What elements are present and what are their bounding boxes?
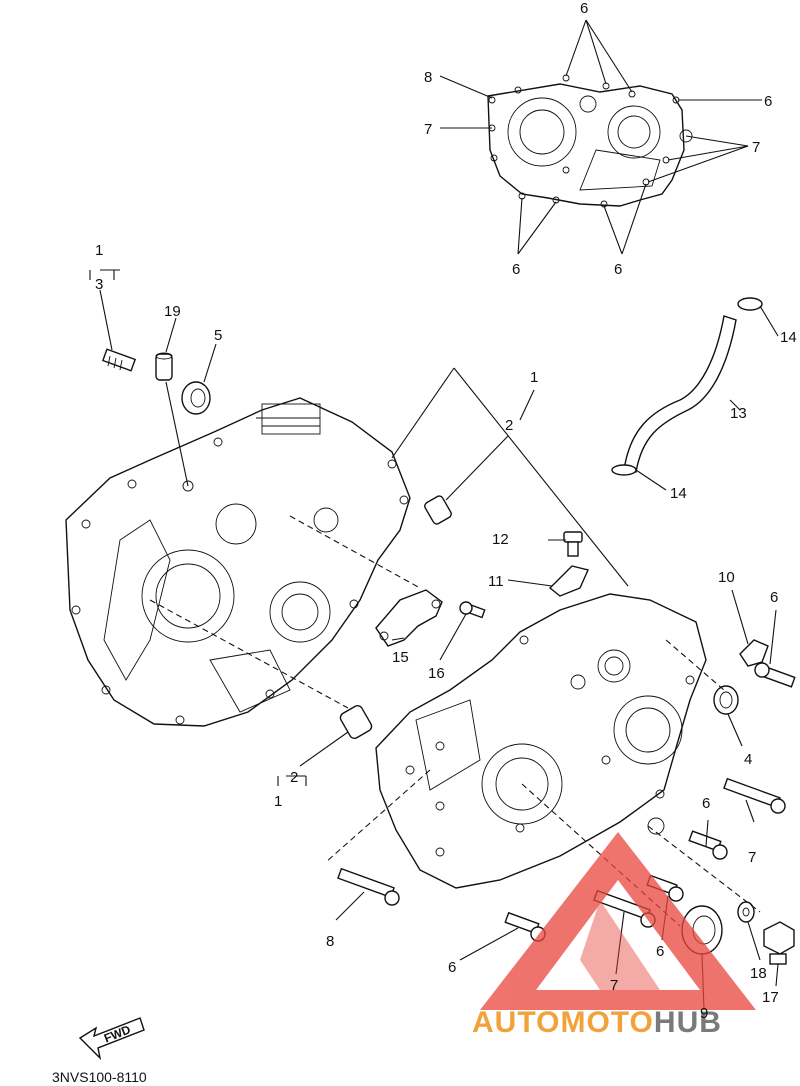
callout-8: 8 (326, 933, 334, 950)
crankcase-right-half (375, 593, 707, 889)
callout-15: 15 (392, 649, 409, 666)
gasket-leader-lines (439, 19, 762, 255)
callout-18: 18 (750, 965, 767, 982)
callout-2: 2 (290, 769, 298, 786)
callout-19: 19 (164, 303, 181, 320)
part-6-bolt-lower-right (688, 830, 728, 860)
part-10-holder (739, 639, 769, 667)
callout-6: 6 (580, 0, 588, 17)
callout-17: 17 (762, 989, 779, 1006)
callout-3: 3 (95, 276, 103, 293)
callout-7: 7 (424, 121, 432, 138)
part-7-bolt-long (723, 777, 786, 814)
callout-4: 4 (744, 751, 752, 768)
part-6-bolt-right (754, 662, 796, 688)
part-14-clip-lower (611, 464, 637, 476)
part-18-washer (737, 901, 755, 923)
part-3-stud (101, 348, 137, 372)
drawing-code: 3NVS100-8110 (52, 1069, 147, 1085)
fwd-label: FWD (102, 1022, 133, 1045)
part-11-clamp (548, 565, 589, 597)
callout-6: 6 (764, 93, 772, 110)
crankcase-left-half (65, 397, 411, 727)
callout-8: 8 (424, 69, 432, 86)
part-5-oil-seal (181, 381, 211, 415)
watermark-auto: AUTO (472, 1006, 560, 1039)
part-15-cover-plate (375, 589, 443, 647)
callout-9: 9 (700, 1005, 708, 1022)
part-19-collar (155, 352, 173, 381)
fwd-arrow-icon: FWD (78, 1017, 145, 1061)
crankcase-gasket (487, 74, 693, 208)
callout-5: 5 (214, 327, 222, 344)
part-17-drain-bolt (763, 921, 795, 965)
watermark-hub: HUB (654, 1006, 722, 1039)
callout-6: 6 (656, 943, 664, 960)
callout-14: 14 (670, 485, 687, 502)
part-14-clip-upper (737, 297, 763, 311)
part-13-breather-hose (623, 315, 737, 473)
callout-2: 2 (505, 417, 513, 434)
callout-labels: 6 8 6 7 7 6 6 1 3 19 5 1 2 14 13 14 12 1… (95, 0, 797, 1022)
callout-16: 16 (428, 665, 445, 682)
callout-1: 1 (274, 793, 282, 810)
callout-6: 6 (448, 959, 456, 976)
callout-10: 10 (718, 569, 735, 586)
callout-14: 14 (780, 329, 797, 346)
watermark-triangle-icon (480, 832, 756, 1010)
svg-text:AUTOMOTOHUB: AUTOMOTOHUB (472, 1006, 722, 1039)
callout-7: 7 (752, 139, 760, 156)
callout-13: 13 (730, 405, 747, 422)
callout-1: 1 (95, 242, 103, 259)
callout-6: 6 (770, 589, 778, 606)
part-4-oil-seal (713, 685, 739, 715)
part-2-dowel-lower (339, 705, 373, 739)
automotohub-watermark (480, 832, 756, 1010)
callout-7: 7 (748, 849, 756, 866)
callout-1: 1 (530, 369, 538, 386)
callout-6: 6 (614, 261, 622, 278)
part-16-screw (459, 601, 486, 619)
callout-6: 6 (702, 795, 710, 812)
callout-12: 12 (492, 531, 509, 548)
callout-6: 6 (512, 261, 520, 278)
callout-7: 7 (610, 977, 618, 994)
watermark-moto: MOTO (560, 1006, 653, 1039)
part-2-dowel-upper (424, 495, 452, 525)
part-12-bolt (563, 531, 583, 557)
part-6-bolt-bottom (504, 911, 546, 942)
part-8-bolt (337, 867, 400, 906)
callout-11: 11 (488, 573, 504, 590)
main-leader-lines (89, 269, 779, 1011)
